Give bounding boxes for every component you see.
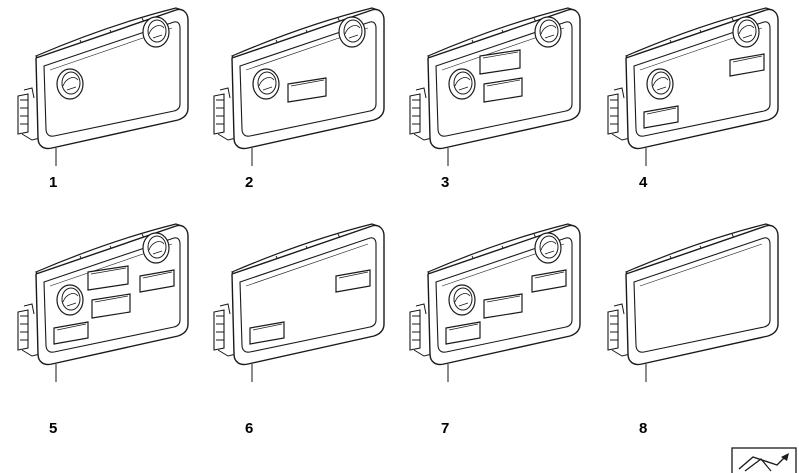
slot-mid-low (287, 77, 327, 103)
knob-right-icon (142, 16, 170, 48)
knob-left-icon (252, 68, 280, 100)
slot-right-up (531, 269, 567, 293)
slot-right-up (335, 269, 371, 293)
slot-left-low (249, 321, 285, 345)
slot-mid-low (483, 293, 523, 319)
callout-number: 7 (441, 420, 450, 437)
callout-number: 2 (245, 174, 254, 191)
slot-mid-low (483, 77, 523, 103)
knob-right-icon (142, 232, 170, 264)
control-panel-3 (409, 7, 581, 166)
slot-mid-up (479, 49, 521, 75)
slot-mid-up (87, 265, 129, 291)
control-panel-2 (213, 7, 385, 166)
knob-right-icon (534, 232, 562, 264)
knob-left-icon (56, 284, 84, 316)
callout-number: 1 (49, 174, 58, 191)
callout-number: 3 (441, 174, 450, 191)
slot-right-up (139, 269, 175, 293)
knob-right-icon (732, 16, 760, 48)
control-panel-8 (607, 223, 779, 382)
control-panel-5 (17, 223, 189, 382)
knob-left-icon (56, 68, 84, 100)
knob-left-icon (448, 68, 476, 100)
navigation-arrow-icon[interactable] (731, 447, 797, 473)
knob-left-icon (448, 284, 476, 316)
control-panel-4 (607, 7, 779, 166)
knob-right-icon (534, 16, 562, 48)
slot-mid-low (91, 293, 131, 319)
callout-number: 4 (639, 174, 648, 191)
slot-left-low (53, 321, 89, 345)
slot-left-low (445, 321, 481, 345)
callout-number: 8 (639, 420, 648, 437)
control-panel-6 (213, 223, 385, 382)
control-panel-1 (17, 7, 189, 166)
slot-left-low (643, 105, 679, 129)
control-panel-7 (409, 223, 581, 382)
knob-right-icon (338, 16, 366, 48)
callout-number: 6 (245, 420, 254, 437)
slot-right-up (729, 53, 765, 77)
knob-left-icon (646, 68, 674, 100)
callout-number: 5 (49, 420, 58, 437)
